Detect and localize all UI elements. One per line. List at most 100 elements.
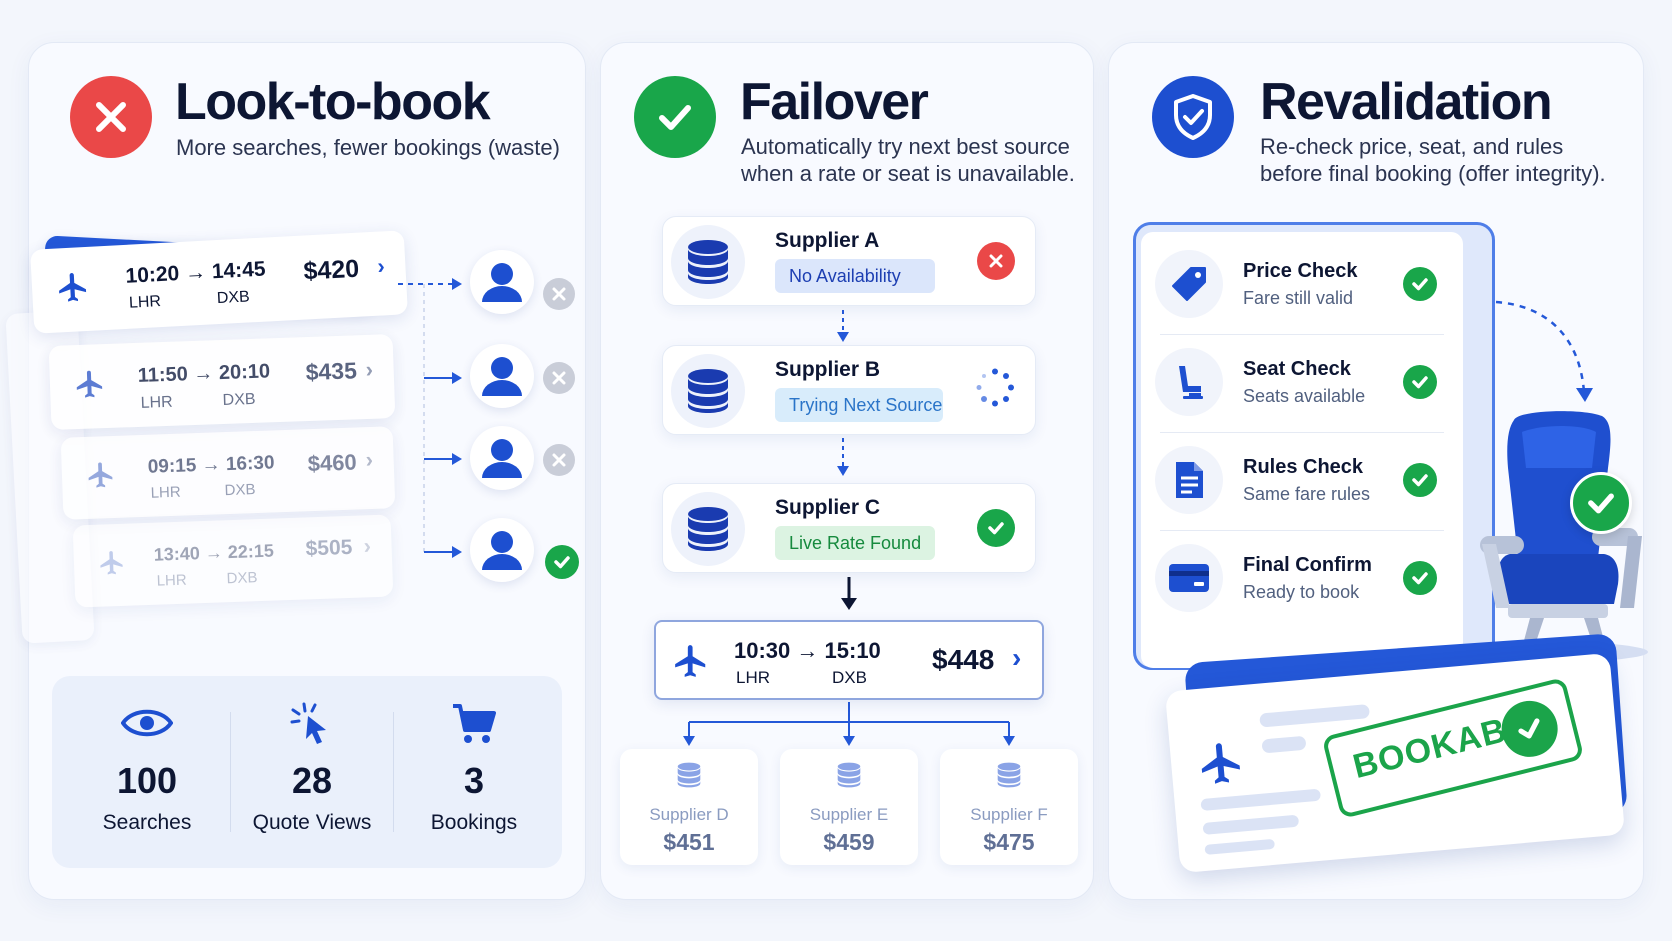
check-detail: Same fare rules [1243, 484, 1371, 504]
stat-label: Bookings [430, 811, 518, 834]
database-icon [671, 225, 745, 299]
status-badge: Trying Next Source [775, 388, 943, 422]
selected-flight-card[interactable]: 10:30 → 15:10 LHR DXB $448 › [654, 620, 1044, 700]
destination-code: DXB [832, 668, 867, 687]
stat-bookings: 3 Bookings [394, 676, 554, 868]
user-icon [482, 263, 522, 302]
text-placeholder-line [1204, 838, 1276, 855]
supplier-name: Supplier D [649, 805, 729, 824]
database-icon [671, 354, 745, 428]
supplier-name: Supplier C [775, 496, 881, 519]
supplier-price: $451 [663, 829, 715, 855]
seat-icon [1155, 348, 1223, 416]
failover-subtitle-line2: when a rate or seat is unavailable. [741, 161, 1075, 186]
check-title: Rules Check [1243, 456, 1364, 478]
plane-icon [55, 269, 91, 310]
check-detail: Seats available [1243, 386, 1366, 406]
x-icon [543, 362, 575, 394]
check-detail: Ready to book [1243, 582, 1360, 602]
success-check-icon [634, 76, 716, 158]
alternative-supplier-card[interactable]: Supplier E $459 [780, 749, 918, 865]
supplier-name: Supplier E [809, 805, 889, 824]
plane-icon [672, 642, 710, 685]
revalidation-title: Revalidation [1260, 73, 1553, 131]
failure-x-icon [70, 76, 152, 158]
supplier-card[interactable]: Supplier B Trying Next Source [662, 345, 1036, 435]
boarding-pass [1164, 652, 1626, 874]
document-icon [1155, 446, 1223, 514]
database-icon [836, 761, 862, 794]
error-x-icon [977, 242, 1015, 280]
seat-check-icon [1570, 472, 1632, 534]
card-icon [1155, 544, 1223, 612]
alternative-supplier-card[interactable]: Supplier F $475 [940, 749, 1078, 865]
look-to-book-title: Look-to-book [175, 73, 491, 131]
stat-value: 100 [116, 760, 178, 801]
check-title: Seat Check [1243, 358, 1351, 380]
supplier-price: $475 [983, 829, 1035, 855]
text-placeholder-line [1259, 704, 1370, 728]
check-title: Final Confirm [1243, 554, 1372, 576]
check-icon [545, 545, 579, 579]
check-icon [977, 509, 1015, 547]
user-avatar [470, 518, 534, 582]
check-row-seat: Seat Check Seats available [1155, 334, 1455, 430]
check-row-price: Price Check Fare still valid [1155, 236, 1455, 332]
x-icon [543, 278, 575, 310]
check-icon [1403, 463, 1437, 497]
flight-card[interactable]: 13:40 → 22:15 LHR DXB $505 › [72, 514, 394, 608]
plane-icon [98, 548, 127, 582]
text-placeholder-line [1261, 735, 1307, 754]
plane-icon [1195, 737, 1247, 794]
departure-time: 10:30 [734, 638, 791, 663]
chevron-right-icon: › [1012, 642, 1022, 673]
status-badge: No Availability [775, 259, 935, 293]
conversion-stats [52, 676, 562, 868]
shield-check-icon [1152, 76, 1234, 158]
plane-icon [73, 368, 106, 406]
check-icon [1403, 365, 1437, 399]
stat-value: 28 [291, 760, 333, 801]
supplier-price: $459 [823, 829, 875, 855]
stat-quote-views: 28 Quote Views [232, 676, 392, 868]
look-to-book-subtitle: More searches, fewer bookings (waste) [176, 135, 560, 160]
alternative-supplier-card[interactable]: Supplier D $451 [620, 749, 758, 865]
flight-card[interactable]: 09:15 → 16:30 LHR DXB $460 › [60, 426, 396, 520]
user-avatar [470, 426, 534, 490]
supplier-name: Supplier A [775, 229, 880, 252]
plane-icon [85, 459, 116, 495]
check-icon [1403, 561, 1437, 595]
check-row-rules: Rules Check Same fare rules [1155, 432, 1455, 528]
airplane-seat-icon [1464, 411, 1648, 662]
stat-label: Quote Views [252, 811, 372, 834]
flight-card[interactable]: 10:20 → 14:45 LHR DXB $420 › [30, 230, 408, 334]
flight-card[interactable]: 11:50 → 20:10 LHR DXB $435 › [48, 334, 396, 430]
supplier-card[interactable]: Supplier A No Availability [662, 216, 1036, 306]
stat-label: Searches [102, 811, 192, 834]
user-icon [482, 357, 522, 396]
eye-icon [120, 706, 174, 745]
origin-code: LHR [736, 668, 771, 687]
supplier-card[interactable]: Supplier C Live Rate Found [662, 483, 1036, 573]
database-icon [676, 761, 702, 794]
flight-price: $448 [932, 644, 995, 675]
cursor-click-icon [288, 700, 336, 751]
status-badge: Live Rate Found [775, 526, 935, 560]
supplier-name: Supplier F [970, 805, 1048, 824]
user-icon [482, 439, 522, 478]
check-title: Price Check [1243, 260, 1358, 282]
check-detail: Fare still valid [1243, 288, 1354, 308]
price-tag-icon [1155, 250, 1223, 318]
stat-value: 3 [463, 760, 485, 801]
check-row-confirm: Final Confirm Ready to book [1155, 530, 1455, 626]
database-icon [671, 492, 745, 566]
user-avatar [470, 344, 534, 408]
stat-searches: 100 Searches [67, 676, 227, 868]
database-icon [996, 761, 1022, 794]
user-avatar [470, 250, 534, 314]
user-icon [482, 531, 522, 570]
check-icon [1403, 267, 1437, 301]
